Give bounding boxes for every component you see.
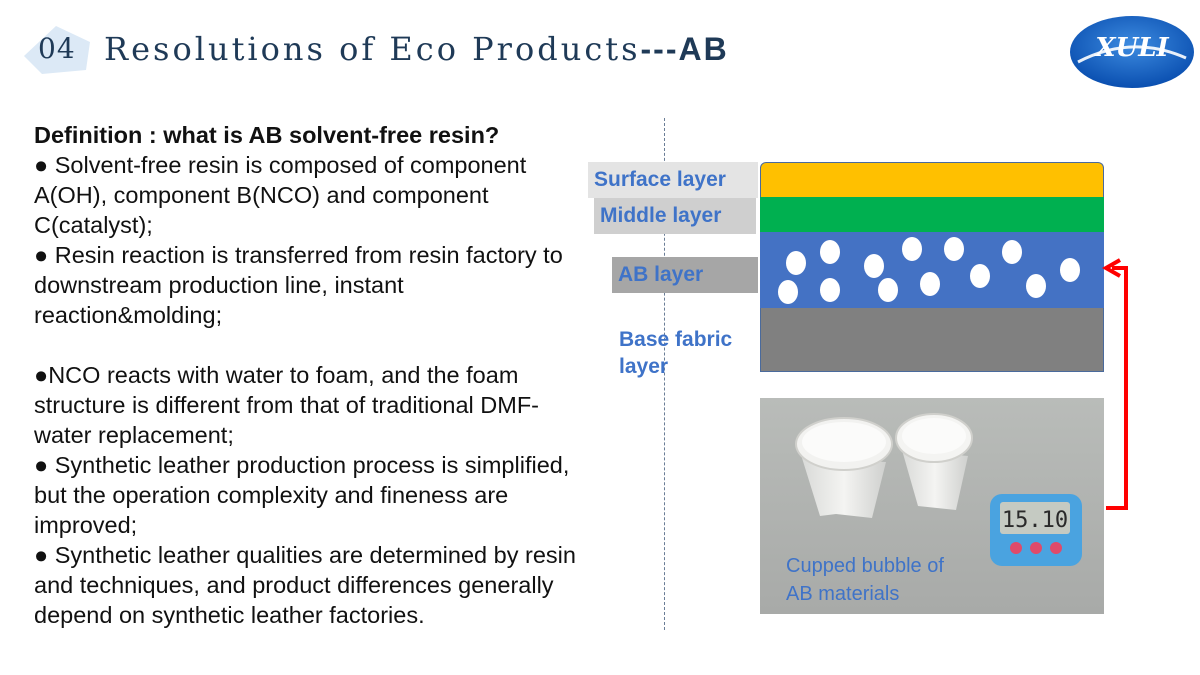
ab-materials-photo: 15.10 xyxy=(760,398,1104,614)
description-text: Definition : what is AB solvent-free res… xyxy=(34,120,579,630)
photo-caption-line: AB materials xyxy=(786,583,900,605)
bullet-item: ● Synthetic leather production process i… xyxy=(34,452,570,538)
bullet-item: ●NCO reacts with water to foam, and the … xyxy=(34,362,539,448)
photo-caption-line: Cupped bubble of xyxy=(786,555,944,577)
definition-heading: Definition : what is AB solvent-free res… xyxy=(34,122,500,148)
title-text: Resolutions of Eco Products xyxy=(104,30,641,68)
title-suffix: ---AB xyxy=(640,31,729,67)
ab-layer-label: AB layer xyxy=(612,257,758,293)
bullet-item: ● Solvent-free resin is composed of comp… xyxy=(34,152,527,238)
page-title: Resolutions of Eco Products---AB xyxy=(104,30,729,68)
middle-layer xyxy=(760,197,1104,232)
bullet-item: ● Synthetic leather qualities are determ… xyxy=(34,542,576,628)
surface-layer-label: Surface layer xyxy=(588,162,758,198)
base-fabric-layer-label: Base fabric layer xyxy=(619,328,733,378)
red-connector-arrow xyxy=(1101,258,1128,510)
timer-display: 15.10 xyxy=(1002,508,1068,533)
dashed-divider xyxy=(664,118,665,630)
section-number-badge xyxy=(16,22,98,76)
section-number: 04 xyxy=(38,32,76,65)
base-fabric-layer xyxy=(760,308,1104,372)
middle-layer-label: Middle layer xyxy=(594,198,756,234)
photo-caption: Cupped bubble of AB materials xyxy=(786,552,944,608)
foam-bubbles xyxy=(778,237,1080,304)
xuli-logo: XULI xyxy=(1070,16,1194,88)
bullet-item: ● Resin reaction is transferred from res… xyxy=(34,242,563,328)
logo-text: XULI xyxy=(1093,33,1169,63)
surface-layer xyxy=(760,162,1104,197)
